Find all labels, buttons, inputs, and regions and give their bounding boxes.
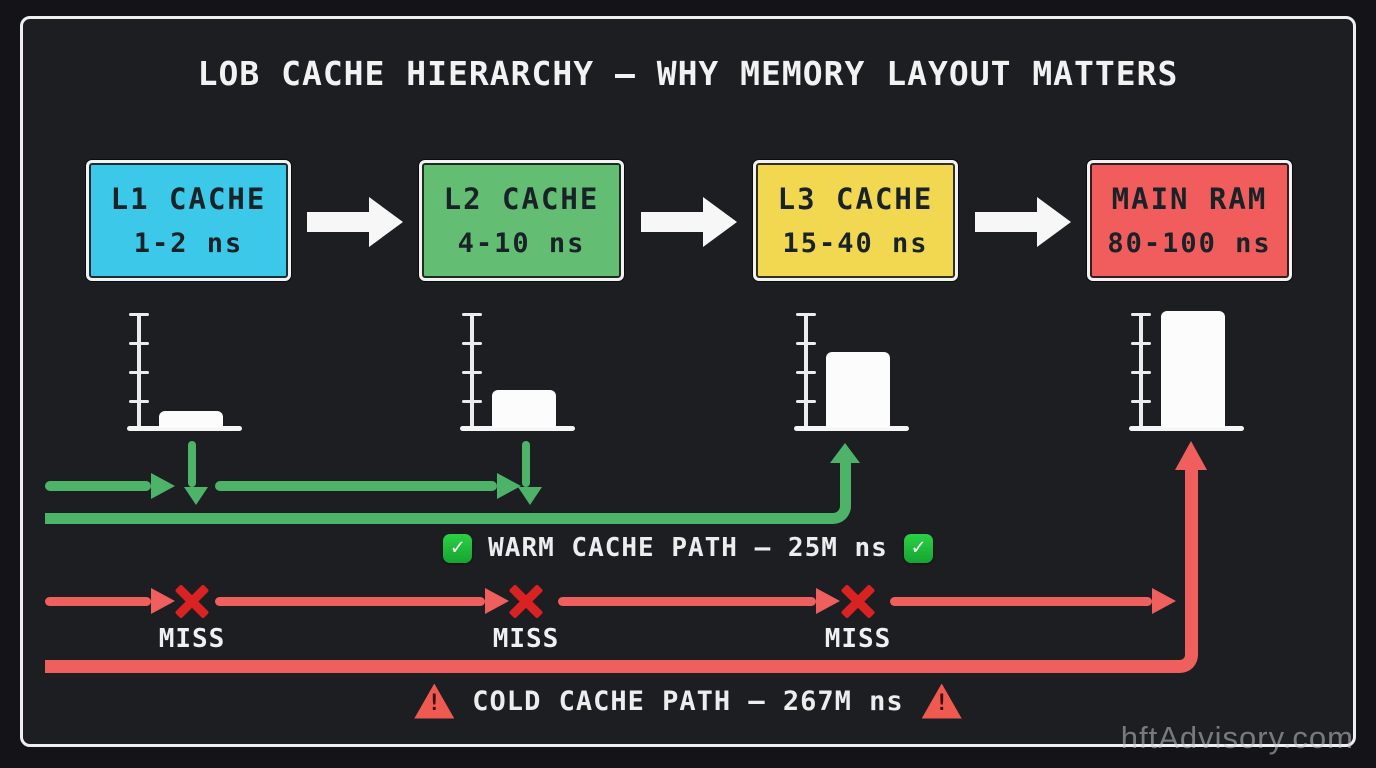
chart-baseline: [794, 426, 909, 431]
tier-latency: 1-2 ns: [133, 228, 244, 259]
latency-chart-l2: [460, 305, 582, 437]
miss-label: MISS: [158, 624, 226, 654]
tier-box-l1: L1 CACHE 1-2 ns: [86, 160, 291, 281]
watermark-text: hftAdvisory.com: [1120, 720, 1354, 755]
axis-tick: [129, 342, 149, 345]
latency-bar: [1161, 311, 1225, 428]
axis-tick: [462, 400, 482, 403]
page-title: LOB CACHE HIERARCHY — WHY MEMORY LAYOUT …: [197, 54, 1179, 93]
cold-path-label: COLD CACHE PATH — 267M ns: [472, 685, 904, 717]
warm-arrow-head-icon: [151, 473, 175, 499]
latency-bar: [159, 411, 223, 428]
warm-up-arrow-head-icon: [830, 443, 860, 463]
right-arrow-icon: [641, 197, 737, 247]
cold-path-segment: [45, 597, 151, 606]
arrow-shaft: [975, 212, 1039, 232]
warm-down-arrow-head-icon: [518, 487, 542, 505]
warm-path-segment: [215, 481, 497, 491]
chart-baseline: [127, 426, 242, 431]
tier-name: L2 CACHE: [443, 182, 600, 216]
cold-path-elbow-line: [45, 470, 1198, 673]
right-arrow-icon: [307, 197, 403, 247]
latency-bar: [492, 390, 556, 428]
check-icon: ✓: [443, 533, 473, 563]
latency-chart-l1: [127, 305, 249, 437]
axis-tick: [462, 342, 482, 345]
axis-cap-tick: [129, 313, 149, 316]
warm-path-label: WARM CACHE PATH — 25M ns: [488, 533, 888, 563]
miss-label: MISS: [824, 624, 892, 654]
axis-tick: [129, 371, 149, 374]
axis-tick: [1131, 400, 1151, 403]
check-icon: ✓: [903, 533, 933, 563]
warm-path-elbow-line: [45, 462, 851, 524]
cold-path-segment: [558, 597, 816, 606]
right-arrow-icon: [975, 197, 1071, 247]
axis-cap-tick: [462, 313, 482, 316]
latency-chart-l3: [794, 305, 916, 437]
latency-bar: [826, 352, 890, 428]
axis-tick: [1131, 342, 1151, 345]
latency-chart-ram: [1129, 305, 1251, 437]
cold-path-segment: [890, 597, 1152, 606]
arrow-head: [1037, 197, 1071, 247]
warning-icon: !: [921, 683, 962, 719]
tier-box-l3: L3 CACHE 15-40 ns: [753, 160, 958, 281]
cold-arrow-head-icon: [816, 588, 840, 614]
warm-down-arrow: [188, 441, 196, 487]
tier-box-ram: MAIN RAM 80-100 ns: [1087, 160, 1292, 281]
warm-down-arrow: [522, 441, 530, 487]
axis-tick: [462, 371, 482, 374]
tier-name: MAIN RAM: [1111, 182, 1268, 216]
chart-baseline: [1129, 426, 1244, 431]
warm-down-arrow-head-icon: [184, 487, 208, 505]
axis-tick: [796, 400, 816, 403]
arrow-head: [369, 197, 403, 247]
warm-path-label-row: ✓ WARM CACHE PATH — 25M ns ✓: [23, 533, 1353, 563]
cold-arrow-head-icon: [485, 588, 509, 614]
arrow-head: [703, 197, 737, 247]
tier-name: L1 CACHE: [110, 182, 267, 216]
cold-up-arrow-head-icon: [1175, 441, 1207, 470]
arrow-shaft: [641, 212, 705, 232]
axis-tick: [796, 371, 816, 374]
tier-name: L3 CACHE: [777, 182, 934, 216]
axis-tick: [129, 400, 149, 403]
cold-path-segment: [215, 597, 485, 606]
warm-arrow-head-icon: [497, 473, 521, 499]
chart-baseline: [460, 426, 575, 431]
tier-latency: 4-10 ns: [457, 228, 586, 259]
miss-label: MISS: [492, 624, 560, 654]
tier-latency: 15-40 ns: [782, 228, 929, 259]
tier-latency: 80-100 ns: [1107, 228, 1272, 259]
axis-tick: [1131, 371, 1151, 374]
border-frame: [20, 16, 1356, 747]
arrow-shaft: [307, 212, 371, 232]
warm-path-segment: [45, 481, 151, 491]
axis-cap-tick: [1131, 313, 1151, 316]
cold-path-label-row: ! COLD CACHE PATH — 267M ns !: [16, 682, 1360, 720]
tier-box-l2: L2 CACHE 4-10 ns: [419, 160, 624, 281]
axis-tick: [796, 342, 816, 345]
cold-arrow-head-icon: [151, 588, 175, 614]
axis-cap-tick: [796, 313, 816, 316]
warning-icon: !: [414, 683, 455, 719]
cold-arrow-head-icon: [1152, 588, 1176, 614]
